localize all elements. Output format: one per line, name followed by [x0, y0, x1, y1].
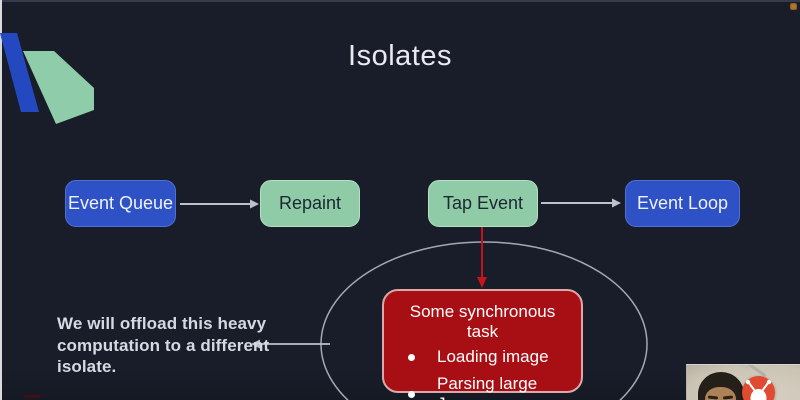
flow-box-event-queue: Event Queue — [65, 180, 176, 227]
task-title: Some synchronous task — [409, 302, 556, 341]
note-line: computation to a different — [57, 335, 270, 355]
task-bullet-label: Parsing large Json — [437, 374, 538, 400]
sync-task-box: Some synchronous task Loading image Pars… — [382, 289, 583, 400]
flow-box-repaint: Repaint — [260, 180, 360, 227]
flow-box-event-loop: Event Loop — [625, 180, 740, 227]
webcam-overlay — [686, 364, 800, 400]
player-top-edge — [0, 0, 800, 2]
task-bullet: Loading image — [408, 347, 571, 367]
arrowhead-icon — [250, 199, 259, 209]
note-line: isolate. — [57, 357, 117, 376]
arrowhead-icon — [612, 198, 621, 208]
bullet-dot-icon — [408, 353, 415, 361]
bug-button — [742, 376, 775, 400]
task-bullet: Parsing large Json — [408, 374, 571, 400]
flow-box-label: Event Queue — [67, 193, 174, 213]
progress-bar-fragment — [24, 395, 41, 398]
note-line: We will offload this heavy — [57, 314, 267, 333]
bug-icon — [745, 379, 772, 400]
corner-indicator-icon — [790, 3, 797, 10]
logo-blue-stripe — [0, 33, 39, 112]
flow-box-label: Tap Event — [442, 193, 524, 213]
flow-box-label: Repaint — [278, 193, 342, 213]
player-left-edge — [0, 0, 2, 400]
brand-logo — [0, 33, 94, 124]
slide-title: Isolates — [348, 40, 452, 72]
logo-green-stripe — [23, 51, 94, 124]
bullet-dot-icon — [408, 390, 415, 398]
flow-box-tap-event: Tap Event — [428, 180, 538, 227]
task-bullet-label: Loading image — [437, 347, 549, 366]
flow-box-label: Event Loop — [636, 193, 729, 213]
offload-note: We will offload this heavy computation t… — [57, 313, 269, 378]
arrowhead-icon — [477, 277, 487, 288]
